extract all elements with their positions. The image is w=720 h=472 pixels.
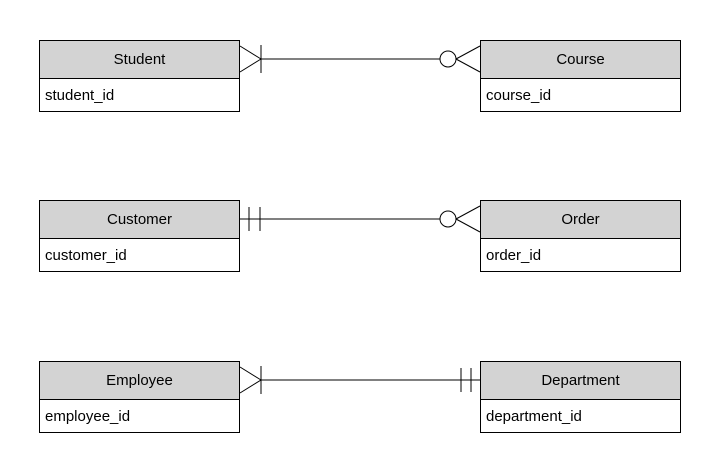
zero-circle (439, 50, 457, 68)
zero-circle (439, 210, 457, 228)
cardinality-one-or-many-marker (239, 45, 262, 73)
entity-department-title: Department (481, 362, 680, 400)
entity-employee[interactable]: Employee employee_id (39, 361, 240, 433)
relationship-employee-department[interactable] (239, 366, 480, 394)
entity-student-title: Student (40, 41, 239, 79)
relationship-student-course[interactable] (239, 45, 481, 73)
entity-order-title: Order (481, 201, 680, 239)
entity-course[interactable]: Course course_id (480, 40, 681, 112)
relationship-customer-order[interactable] (240, 205, 481, 233)
entity-order[interactable]: Order order_id (480, 200, 681, 272)
entity-student-attribute: student_id (40, 79, 239, 111)
cardinality-exactly-one-marker (248, 207, 261, 231)
entity-employee-attribute: employee_id (40, 400, 239, 432)
entity-employee-title: Employee (40, 362, 239, 400)
crow-foot-stroke (239, 366, 262, 381)
crow-foot-stroke (455, 205, 481, 220)
entity-customer[interactable]: Customer customer_id (39, 200, 240, 272)
entity-customer-attribute: customer_id (40, 239, 239, 271)
cardinality-zero-or-many-marker (439, 45, 481, 73)
crow-foot-stroke (455, 45, 481, 60)
entity-customer-title: Customer (40, 201, 239, 239)
entity-department[interactable]: Department department_id (480, 361, 681, 433)
entity-order-attribute: order_id (481, 239, 680, 271)
crow-foot-stroke (239, 58, 262, 73)
cardinality-zero-or-many-marker (439, 205, 481, 233)
entity-course-title: Course (481, 41, 680, 79)
crow-foot-stroke (455, 58, 481, 73)
crow-foot-stroke (239, 45, 262, 60)
entity-course-attribute: course_id (481, 79, 680, 111)
entity-department-attribute: department_id (481, 400, 680, 432)
crow-foot-stroke (239, 379, 262, 394)
entity-student[interactable]: Student student_id (39, 40, 240, 112)
cardinality-exactly-one-marker (460, 368, 472, 392)
cardinality-one-or-many-marker (239, 366, 262, 394)
crow-foot-stroke (455, 218, 481, 233)
